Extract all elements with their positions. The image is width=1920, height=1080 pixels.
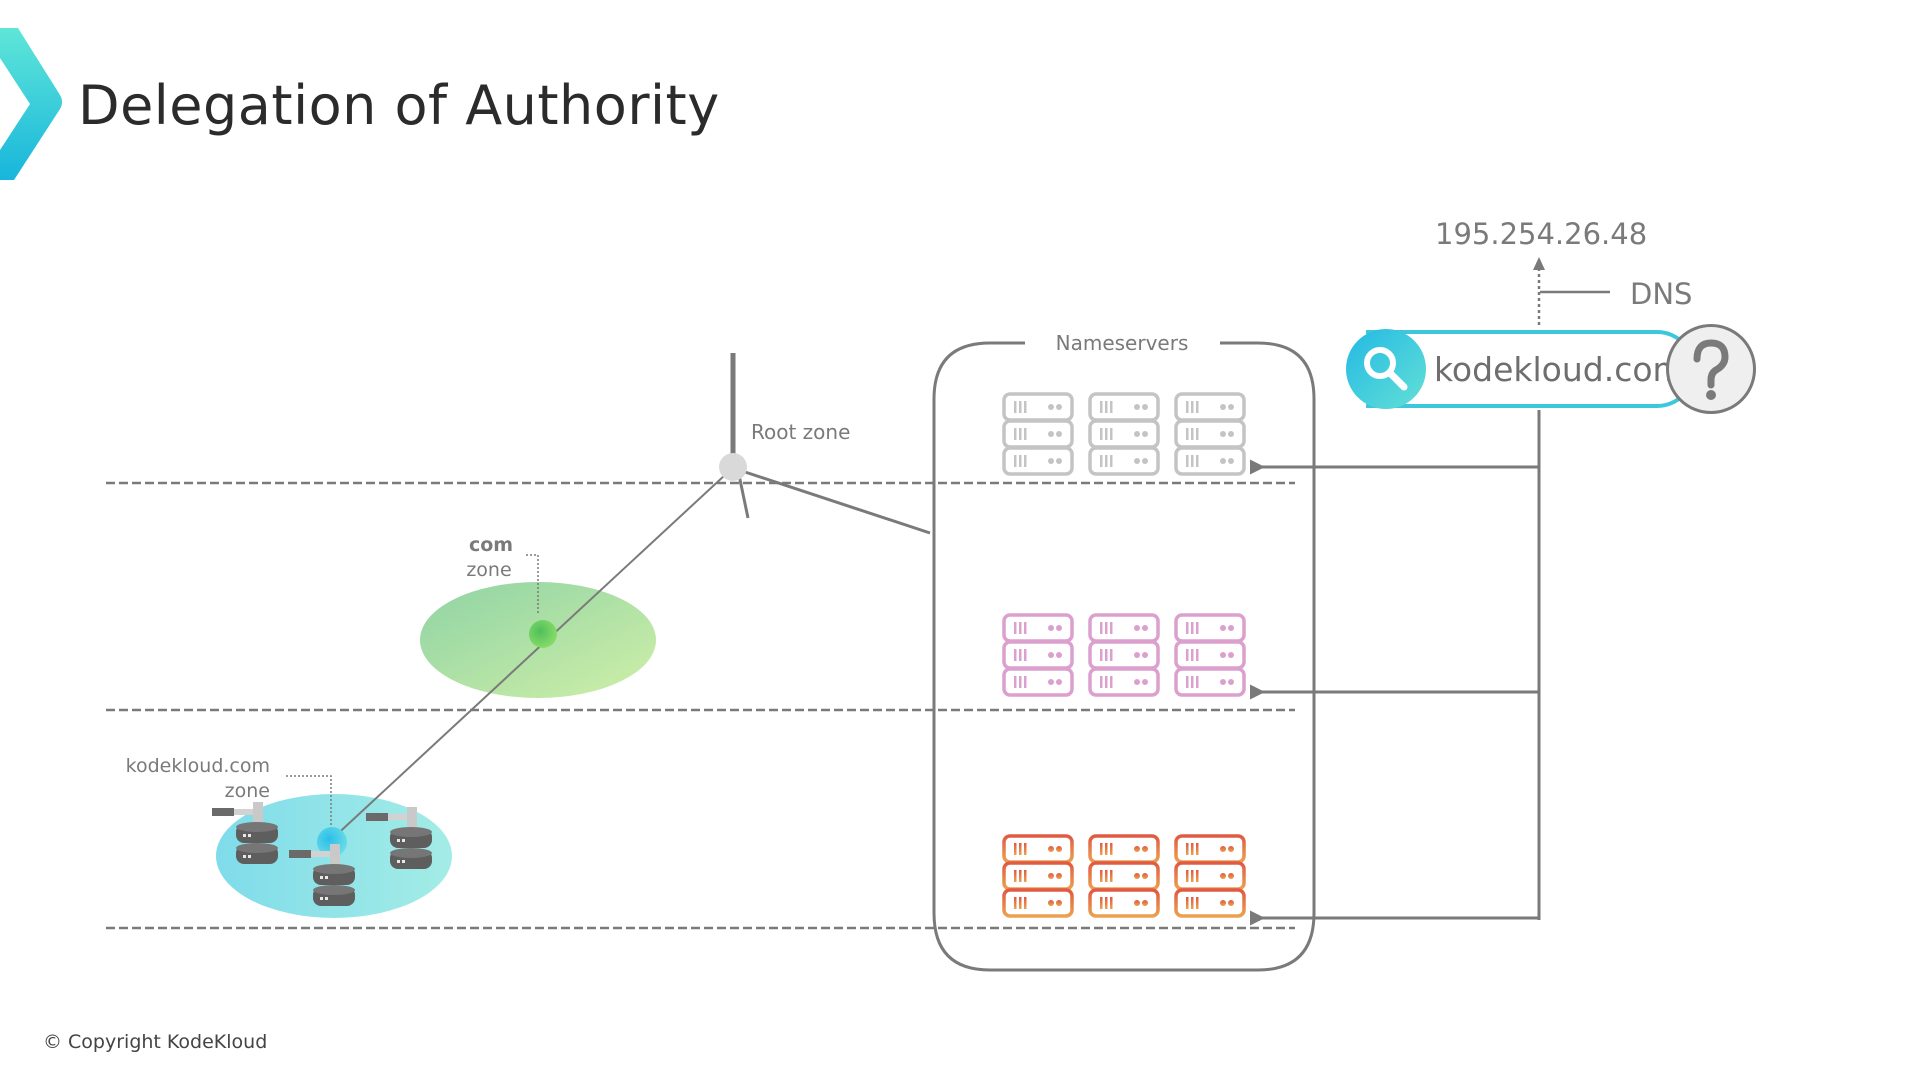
help-button[interactable]: [1666, 324, 1756, 414]
nameserver-icon-com: [1174, 613, 1246, 697]
nameserver-icon-kodekloud-com: [1088, 834, 1160, 918]
root-zone-node: [719, 453, 747, 481]
dns-label: DNS: [1630, 277, 1692, 311]
resolved-ip-address: 195.254.26.48: [1435, 217, 1647, 251]
search-button[interactable]: [1346, 329, 1426, 409]
nameservers-label: Nameservers: [1056, 331, 1189, 355]
logo-chevron-icon: [0, 28, 62, 180]
nameserver-icon-kodekloud-com: [1002, 834, 1074, 918]
search-icon: [1364, 347, 1408, 391]
com-label-leader: [526, 554, 539, 614]
slide-title: Delegation of Authority: [78, 74, 720, 137]
database-icon: [289, 844, 355, 906]
nameserver-icon-root: [1174, 392, 1246, 476]
database-icon: [366, 807, 432, 869]
delegation-line: [330, 474, 726, 841]
kodekloud-label-leader: [286, 775, 332, 826]
nameserver-icon-com: [1002, 613, 1074, 697]
nameserver-icon-root: [1088, 392, 1160, 476]
root-zone-label: Root zone: [751, 420, 850, 444]
copyright-footer: © Copyright KodeKloud: [43, 1031, 268, 1053]
nameserver-icon-kodekloud-com: [1174, 834, 1246, 918]
nameserver-icon-root: [1002, 392, 1074, 476]
kodekloud-zone-label-zone: zone: [225, 780, 270, 802]
com-zone-label-name: com: [469, 534, 513, 556]
nameserver-icon-com: [1088, 613, 1160, 697]
nameservers-box: [932, 341, 1316, 972]
dns-response-arrowhead: [1533, 257, 1545, 270]
kodekloud-zone-label-name: kodekloud.com: [126, 755, 270, 777]
database-icon: [212, 802, 278, 864]
root-to-nameservers-line: [744, 470, 931, 535]
question-icon: [1693, 339, 1729, 400]
com-zone-label-zone: zone: [466, 559, 511, 581]
com-zone-node: [529, 620, 557, 648]
search-query-text: kodekloud.com: [1434, 350, 1685, 389]
